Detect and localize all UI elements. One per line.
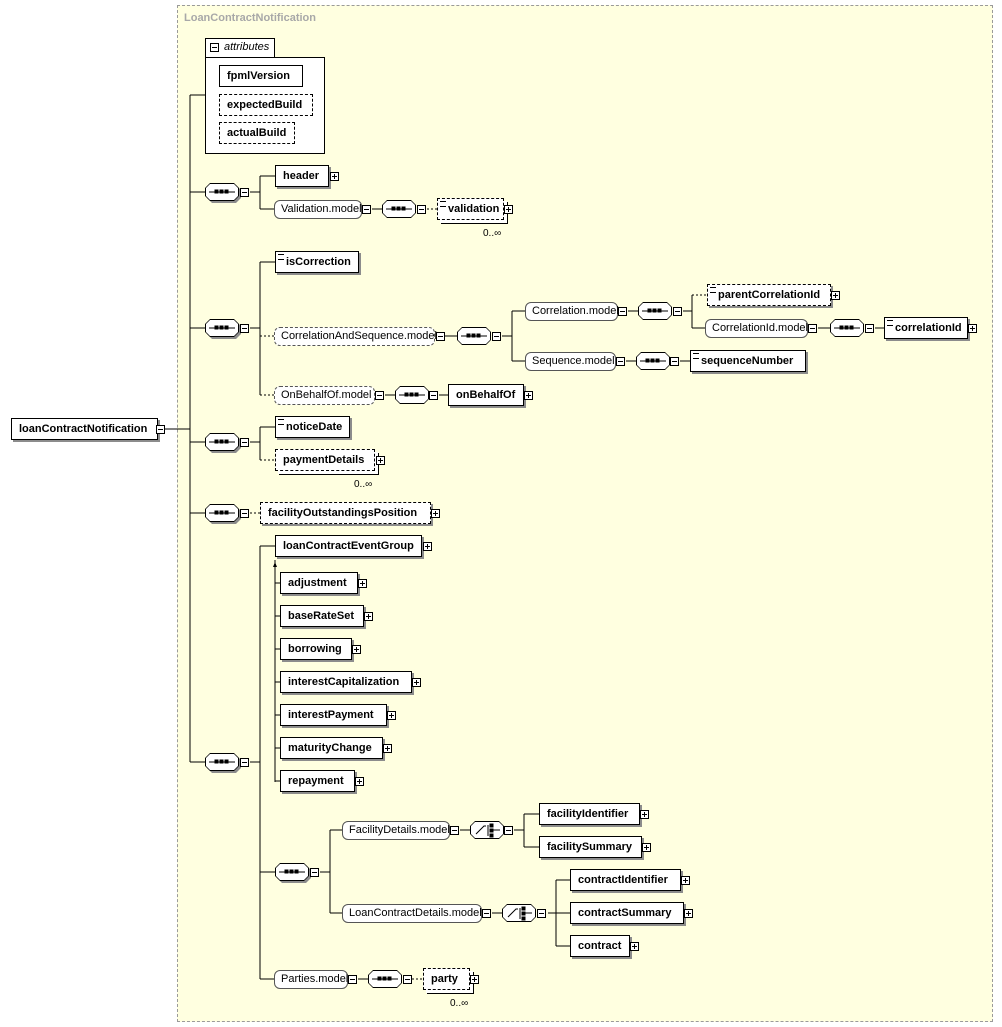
collapse-icon[interactable] bbox=[240, 188, 249, 197]
element-parentCorrelationId[interactable]: parentCorrelationId bbox=[707, 284, 831, 306]
cardinality: 0..∞ bbox=[354, 479, 373, 490]
element-contract[interactable]: contract bbox=[570, 935, 630, 957]
element-interestCapitalization[interactable]: interestCapitalization bbox=[280, 671, 412, 693]
collapse-icon[interactable] bbox=[240, 324, 249, 333]
expand-icon[interactable] bbox=[431, 509, 440, 518]
group-correlation-model[interactable]: Correlation.model bbox=[525, 302, 619, 321]
choice-compositor-fill bbox=[503, 905, 535, 921]
element-adjustment[interactable]: adjustment bbox=[280, 572, 358, 594]
expand-icon[interactable] bbox=[383, 744, 392, 753]
expand-icon[interactable] bbox=[412, 678, 421, 687]
collapse-icon[interactable] bbox=[808, 324, 817, 333]
collapse-icon[interactable] bbox=[436, 332, 445, 341]
group-correlation-and-sequence-model[interactable]: CorrelationAndSequence.model bbox=[274, 327, 437, 346]
attribute-actualBuild[interactable]: actualBuild bbox=[219, 122, 295, 144]
root-element[interactable]: loanContractNotification bbox=[11, 418, 158, 440]
expand-icon[interactable] bbox=[330, 172, 339, 181]
collapse-icon[interactable] bbox=[482, 909, 491, 918]
collapse-icon[interactable] bbox=[450, 826, 459, 835]
expand-icon[interactable] bbox=[968, 324, 977, 333]
element-maturityChange[interactable]: maturityChange bbox=[280, 737, 383, 759]
attribute-expectedBuild[interactable]: expectedBuild bbox=[219, 94, 313, 116]
expand-icon[interactable] bbox=[684, 909, 693, 918]
element-loanContractEventGroup[interactable]: loanContractEventGroup bbox=[275, 535, 422, 557]
expand-icon[interactable] bbox=[470, 975, 479, 984]
element-sequenceNumber[interactable]: sequenceNumber bbox=[690, 350, 806, 372]
collapse-icon[interactable] bbox=[310, 868, 319, 877]
collapse-icon[interactable] bbox=[492, 332, 501, 341]
attributes-label: attributes bbox=[224, 41, 270, 53]
expand-icon[interactable] bbox=[504, 205, 513, 214]
expand-icon[interactable] bbox=[376, 456, 385, 465]
element-party[interactable]: party bbox=[423, 968, 470, 990]
collapse-icon[interactable] bbox=[417, 205, 426, 214]
element-facilityOutstandingsPosition[interactable]: facilityOutstandingsPosition bbox=[260, 502, 431, 524]
collapse-icon[interactable] bbox=[403, 975, 412, 984]
element-correlationId[interactable]: correlationId bbox=[884, 317, 968, 339]
attribute-fpmlVersion[interactable]: fpmlVersion bbox=[219, 65, 303, 87]
expand-icon[interactable] bbox=[524, 391, 533, 400]
collapse-icon[interactable] bbox=[348, 975, 357, 984]
collapse-icon[interactable] bbox=[429, 391, 438, 400]
element-isCorrection[interactable]: isCorrection bbox=[275, 251, 359, 273]
choice-compositor-fill bbox=[471, 822, 503, 838]
element-facilityIdentifier[interactable]: facilityIdentifier bbox=[539, 803, 640, 825]
cardinality: 0..∞ bbox=[450, 998, 469, 1009]
element-facilitySummary[interactable]: facilitySummary bbox=[539, 836, 642, 858]
collapse-icon[interactable] bbox=[240, 438, 249, 447]
collapse-icon[interactable] bbox=[362, 205, 371, 214]
element-baseRateSet[interactable]: baseRateSet bbox=[280, 605, 364, 627]
group-title: LoanContractNotification bbox=[184, 12, 316, 24]
expand-icon[interactable] bbox=[364, 612, 373, 621]
expand-icon[interactable] bbox=[831, 291, 840, 300]
element-contractSummary[interactable]: contractSummary bbox=[570, 902, 684, 924]
element-borrowing[interactable]: borrowing bbox=[280, 638, 352, 660]
collapse-icon[interactable] bbox=[240, 509, 249, 518]
collapse-icon[interactable] bbox=[865, 324, 874, 333]
expand-icon[interactable] bbox=[640, 810, 649, 819]
element-noticeDate[interactable]: noticeDate bbox=[275, 416, 350, 438]
element-onBehalfOf[interactable]: onBehalfOf bbox=[448, 384, 524, 406]
expand-icon[interactable] bbox=[630, 942, 639, 951]
element-validation[interactable]: validation bbox=[437, 198, 504, 220]
element-interestPayment[interactable]: interestPayment bbox=[280, 704, 387, 726]
collapse-icon[interactable] bbox=[375, 391, 384, 400]
expand-icon[interactable] bbox=[387, 711, 396, 720]
collapse-icon[interactable] bbox=[156, 425, 165, 434]
element-repayment[interactable]: repayment bbox=[280, 770, 355, 792]
group-facilityDetails-model[interactable]: FacilityDetails.model bbox=[342, 821, 450, 840]
collapse-icon[interactable] bbox=[537, 909, 546, 918]
group-sequence-model[interactable]: Sequence.model bbox=[525, 352, 616, 371]
group-correlationId-model[interactable]: CorrelationId.model bbox=[705, 319, 808, 338]
group-validation-model[interactable]: Validation.model bbox=[274, 200, 362, 219]
sequence-glyph bbox=[209, 189, 860, 981]
element-paymentDetails[interactable]: paymentDetails bbox=[275, 449, 375, 471]
collapse-icon[interactable] bbox=[504, 826, 513, 835]
element-contractIdentifier[interactable]: contractIdentifier bbox=[570, 869, 681, 891]
expand-icon[interactable] bbox=[423, 542, 432, 551]
collapse-icon[interactable] bbox=[670, 357, 679, 366]
collapse-icon[interactable] bbox=[616, 357, 625, 366]
collapse-icon[interactable] bbox=[618, 307, 627, 316]
expand-icon[interactable] bbox=[681, 876, 690, 885]
group-loanContractDetails-model[interactable]: LoanContractDetails.model bbox=[342, 904, 482, 923]
group-onBehalfOf-model[interactable]: OnBehalfOf.model bbox=[274, 386, 375, 405]
attributes-tab bbox=[205, 38, 275, 58]
collapse-icon[interactable] bbox=[673, 307, 682, 316]
element-header[interactable]: header bbox=[275, 165, 329, 187]
group-parties-model[interactable]: Parties.model bbox=[274, 970, 348, 989]
expand-icon[interactable] bbox=[352, 645, 361, 654]
expand-icon[interactable] bbox=[642, 843, 651, 852]
choice-glyph bbox=[475, 823, 532, 921]
collapse-icon[interactable] bbox=[240, 758, 249, 767]
collapse-icon[interactable] bbox=[210, 43, 219, 52]
cardinality: 0..∞ bbox=[483, 228, 502, 239]
expand-icon[interactable] bbox=[358, 579, 367, 588]
expand-icon[interactable] bbox=[355, 777, 364, 786]
